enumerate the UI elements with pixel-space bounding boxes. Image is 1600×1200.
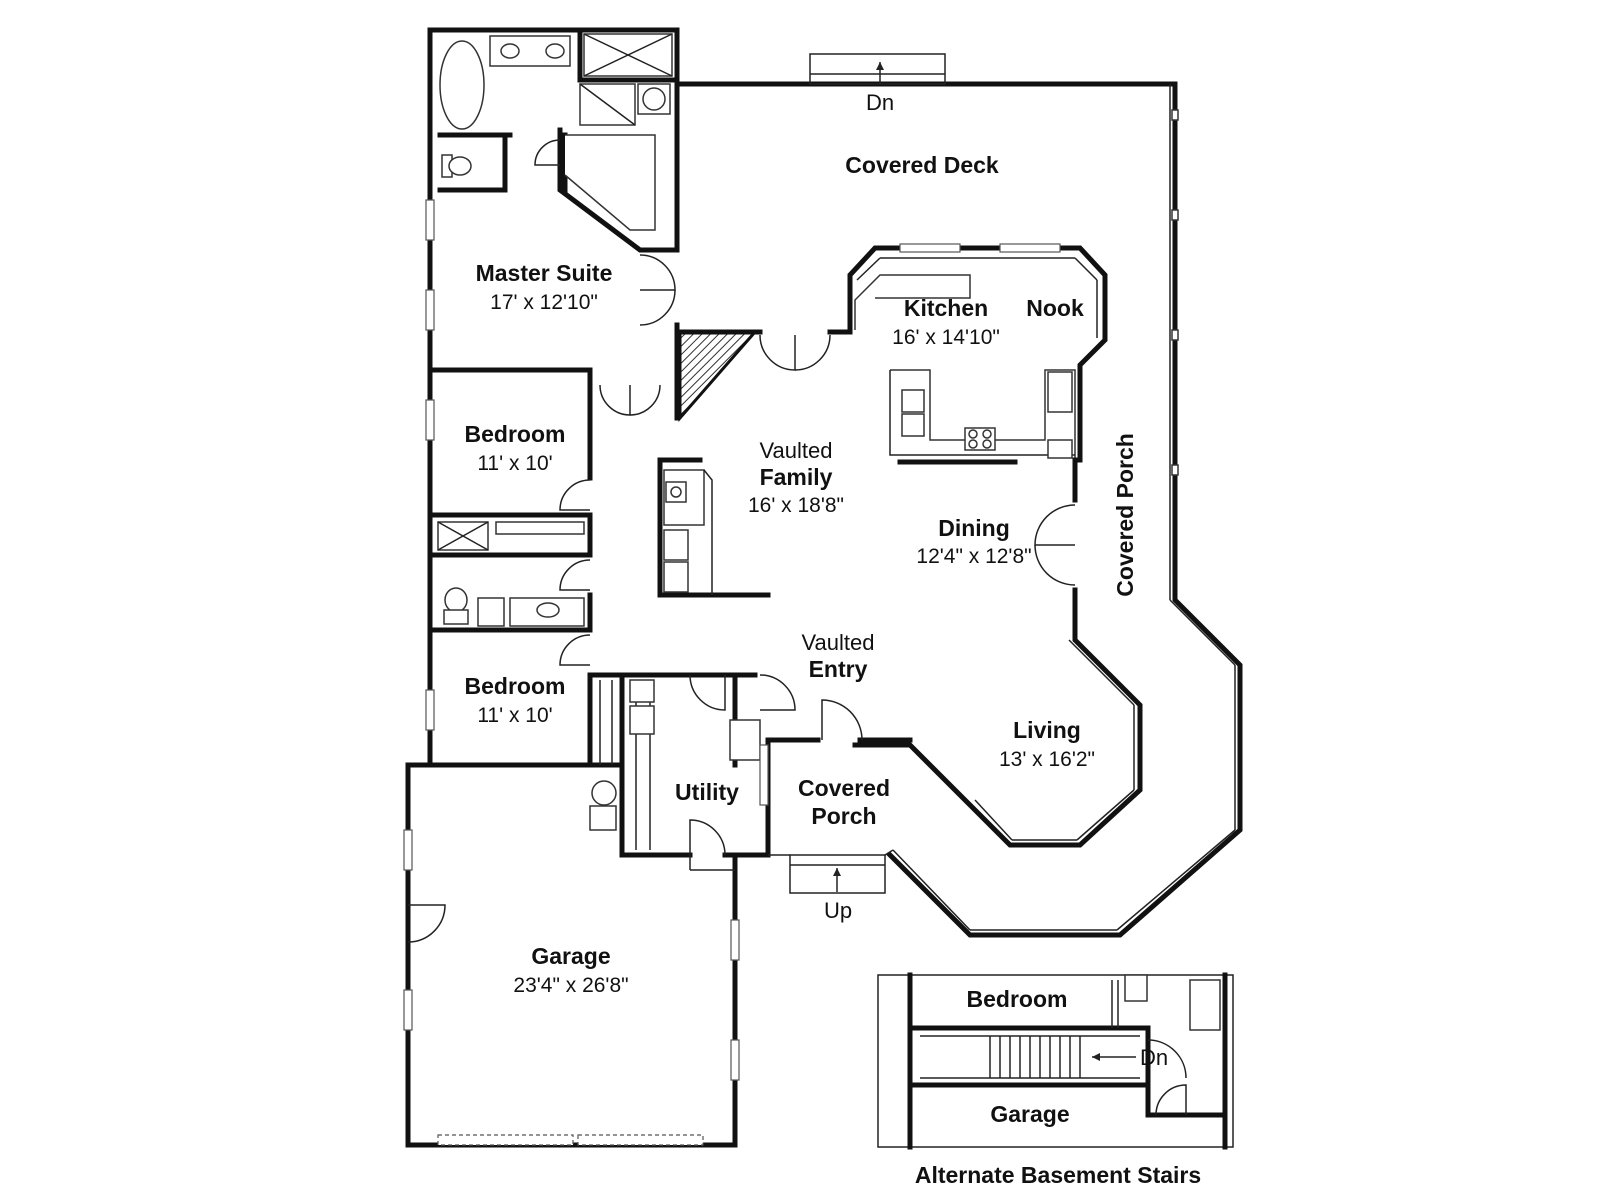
deck-french-doors [759,334,831,371]
family-size: 16' x 18'8" [748,494,844,517]
inset-stair-treads [989,1036,1081,1078]
hall-bath-fixtures [437,521,585,627]
front-porch-stairs [768,849,894,894]
dining-size: 12'4" x 12'8" [916,545,1031,568]
door-swings-west [534,139,676,666]
bedroom2-label: Bedroom [465,673,566,699]
deck-stair-label: Dn [866,90,894,115]
side-porch-label: Covered Porch [1112,433,1138,597]
front-stair-label: Up [824,898,852,923]
family-fireplace [657,457,771,598]
nook-label: Nook [1026,295,1084,321]
bedroom1-label: Bedroom [465,421,566,447]
living-size: 13' x 16'2" [999,748,1095,771]
master-bath-fixtures [439,33,673,231]
inset-stair-label: Dn [1140,1045,1168,1070]
entry-vaulted-label: Vaulted [802,630,875,655]
entry-label: Entry [809,656,868,682]
front-porch-label-2: Porch [811,803,876,829]
living-label: Living [1013,717,1081,743]
utility-label: Utility [675,779,739,805]
utility-walls [587,672,913,858]
front-porch-label-1: Covered [798,775,890,801]
living-walls [852,457,1143,848]
deck-outline [674,81,1243,938]
master-suite-size: 17' x 12'10" [490,291,598,314]
garage-walls [405,762,738,1148]
deck-label: Covered Deck [845,152,999,178]
kitchen-size: 16' x 14'10" [892,326,1000,349]
inset-bedroom-label: Bedroom [967,986,1068,1012]
garage-size: 23'4" x 26'8" [513,974,628,997]
dining-label: Dining [938,515,1010,541]
kitchen-label: Kitchen [904,295,988,321]
kitchen-walls [674,245,1108,465]
deck-stairs [809,53,946,85]
master-suite-label: Master Suite [476,260,613,286]
bedroom2-size: 11' x 10' [477,704,552,727]
bedroom1-size: 11' x 10' [477,452,552,475]
inset-garage-label: Garage [990,1101,1069,1127]
inset-caption: Alternate Basement Stairs [915,1162,1201,1188]
family-label: Family [760,464,833,490]
inset-drawing [877,972,1234,1150]
garage-label: Garage [531,943,610,969]
hatched-column [678,330,759,423]
family-vaulted-label: Vaulted [760,438,833,463]
master-wing-walls [427,27,680,768]
windows [403,199,1061,1081]
